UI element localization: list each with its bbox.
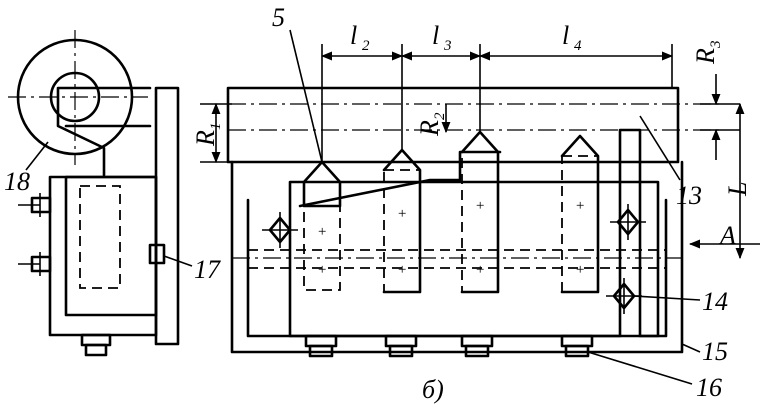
svg-text:4: 4 [574,38,582,54]
label-17: 17 [194,255,221,284]
dimension-lines [200,44,760,260]
dim-label-r1: R 1 [191,123,224,148]
svg-text:+: + [397,206,407,222]
svg-text:2: 2 [432,112,448,120]
cam-lever [56,86,152,177]
svg-text:R: R [415,120,444,137]
side-support-plate [154,86,180,346]
svg-text:l: l [432,21,439,50]
svg-text:R: R [691,48,720,65]
svg-text:+: + [575,262,585,278]
dim-label-l2: l 2 [350,21,370,54]
svg-text:l: l [350,21,357,50]
dim-label-l3: l 3 [432,21,452,54]
cam-profile-line [298,150,502,208]
callout-5-leader [289,29,323,163]
svg-text:+: + [317,262,327,278]
svg-text:+: + [397,262,407,278]
dim-label-r2: R 2 [415,112,448,137]
bottom-bolt-1 [304,334,338,358]
callout-14-leader [633,295,701,301]
part-17-block [148,243,166,265]
svg-text:1: 1 [208,123,224,131]
label-15: 15 [702,337,728,366]
svg-text:+: + [317,224,327,240]
top-rail [226,86,680,164]
side-bolt-upper [18,193,52,217]
fastener-left [262,212,298,248]
callout-18-leader [25,141,49,171]
callout-15-leader [681,343,701,353]
pusher-1: + + [302,160,342,291]
callout-16-leader [587,351,693,385]
svg-text:+: + [475,262,485,278]
direction-label-A: A [718,221,736,250]
svg-text:R: R [191,130,220,147]
callout-17-leader [163,255,193,267]
label-18: 18 [4,167,30,196]
dim-label-l4: l 4 [562,21,582,54]
bottom-bolt-4 [560,334,594,358]
label-14: 14 [702,287,728,316]
label-5: 5 [272,3,285,32]
dim-label-r3: R 3 [691,41,724,66]
main-frame-outer [230,160,684,354]
svg-text:l: l [562,21,569,50]
bottom-bolt-2 [384,334,418,358]
side-hidden-cavity [79,185,121,289]
svg-text:3: 3 [443,38,452,54]
side-view [8,30,193,357]
bottom-bolt-3 [460,334,494,358]
label-16: 16 [696,373,722,402]
side-bolt-lower [18,252,52,276]
svg-text:3: 3 [708,41,724,50]
fastener-right-upper [610,204,646,240]
front-view: + + + + + + + + [200,29,760,385]
pusher-3: + + [460,130,500,294]
pusher-2: + + [382,148,422,294]
svg-text:+: + [575,198,585,214]
callout-13-leader [639,115,681,181]
dim-label-L: L [723,182,752,197]
side-bottom-nut [80,333,112,357]
view-label: б) [422,375,444,404]
svg-text:+: + [475,198,485,214]
svg-text:2: 2 [362,38,370,54]
pusher-4: + + [560,134,600,294]
label-13: 13 [676,181,702,210]
